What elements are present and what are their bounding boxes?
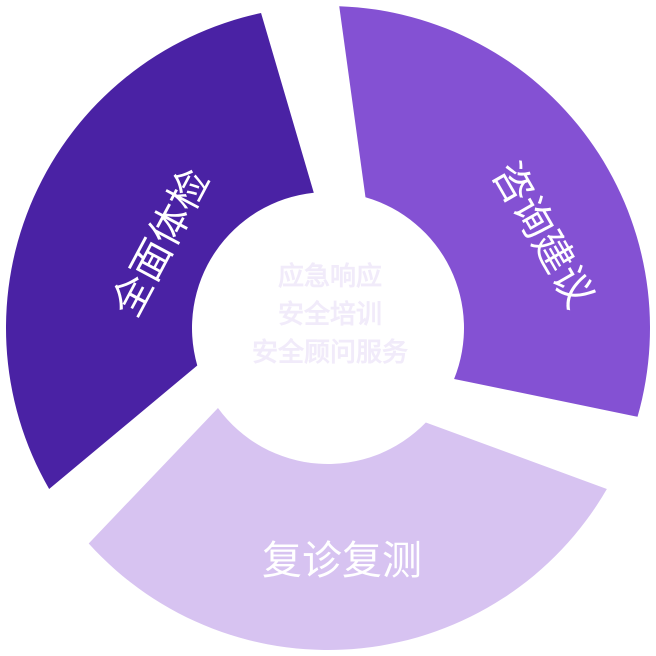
segment-consulting-advice [339,6,650,417]
center-line-emergency: 应急响应 [277,262,382,292]
center-text: 应急响应 安全培训 安全顾问服务 [200,258,460,372]
label-follow-up-retest: 复诊复测 [262,538,422,584]
center-line-consulting: 安全顾问服务 [251,338,408,368]
center-line-training: 安全培训 [277,300,382,330]
segment-comprehensive-checkup [5,13,314,490]
segment-follow-up-retest [88,407,607,650]
